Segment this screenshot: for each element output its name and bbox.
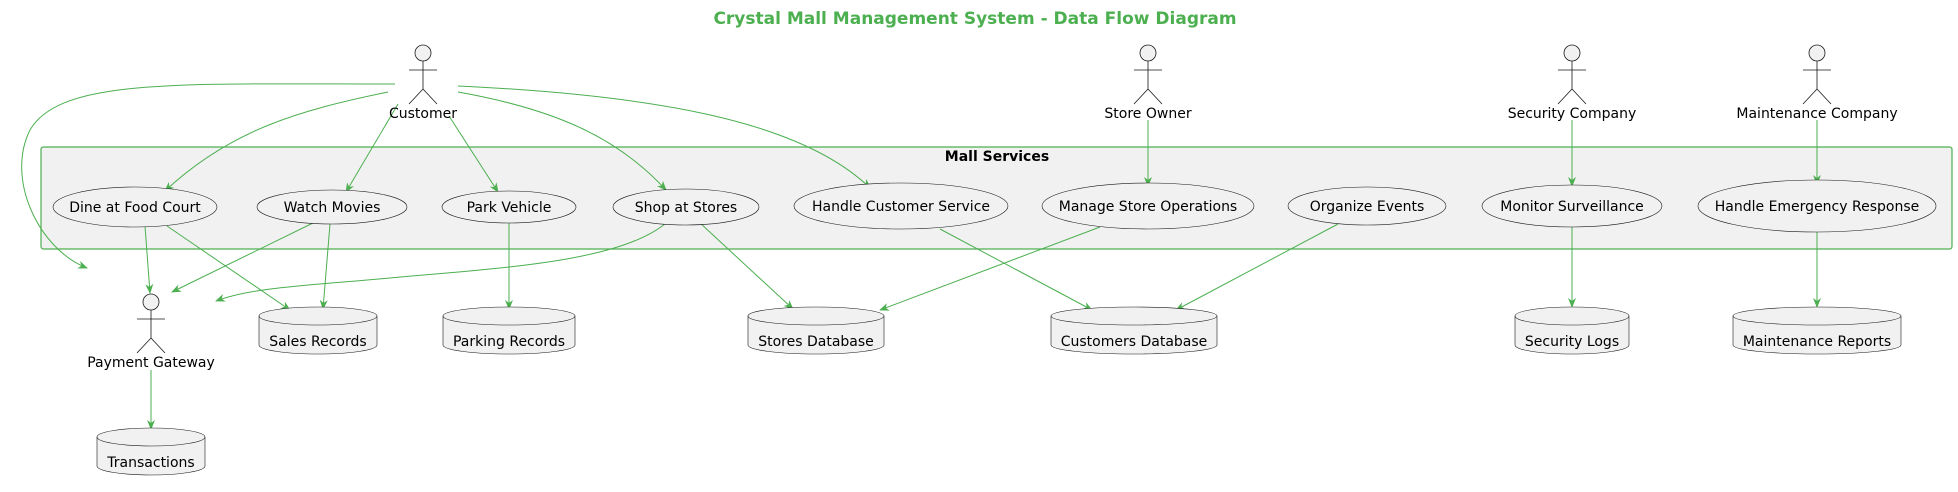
flow-edge [939,228,1093,311]
flow-edge [171,222,314,293]
use-case-dine-at-food-court: Dine at Food Court [52,186,218,228]
actor-customer: Customer [389,44,457,122]
database-label: Customers Database [1061,334,1208,350]
flow-edge [699,222,794,310]
actor-label: Maintenance Company [1736,106,1897,122]
database-maintenance-reports: Maintenance Reports [1732,306,1902,355]
flow-edge [1175,223,1339,311]
database-label: Sales Records [269,334,366,350]
database-transactions: Transactions [96,427,206,476]
actor-label: Store Owner [1104,106,1191,122]
flow-edge [215,222,667,302]
use-case-label: Handle Emergency Response [1715,199,1919,215]
flow-edge [345,103,399,193]
use-case-label: Watch Movies [284,200,381,216]
flow-edge [319,223,331,310]
flow-edge [879,226,1101,311]
use-case-label: Monitor Surveillance [1500,199,1644,215]
use-case-monitor-surveillance: Monitor Surveillance [1481,184,1663,228]
database-label: Stores Database [758,334,874,350]
actor-security-company: Security Company [1508,44,1637,122]
use-case-handle-customer-service: Handle Customer Service [793,182,1009,230]
database-customers-database: Customers Database [1050,306,1218,355]
diagram-title: Crystal Mall Management System - Data Fl… [713,9,1236,29]
flow-edge [166,225,291,311]
flow-edge [457,91,667,191]
actor-payment-gateway: Payment Gateway [87,293,215,371]
database-sales-records: Sales Records [258,306,378,355]
use-case-organize-events: Organize Events [1287,186,1447,226]
actor-label: Customer [389,106,457,122]
flow-edges [21,83,1821,430]
use-case-park-vehicle: Park Vehicle [441,190,577,224]
flow-edge [457,85,871,189]
flow-edge [164,91,389,192]
use-case-label: Handle Customer Service [812,199,990,215]
actor-label: Security Company [1508,106,1637,122]
use-case-handle-emergency-response: Handle Emergency Response [1697,179,1937,233]
flow-edge [448,115,499,193]
use-case-label: Shop at Stores [635,200,737,216]
database-stores-database: Stores Database [747,306,885,355]
use-case-label: Organize Events [1310,199,1425,215]
database-label: Maintenance Reports [1743,334,1891,350]
database-parking-records: Parking Records [442,306,576,355]
actor-store-owner: Store Owner [1104,44,1192,122]
use-case-manage-store-operations: Manage Store Operations [1041,182,1255,230]
use-case-shop-at-stores: Shop at Stores [612,188,760,226]
package-title: Mall Services [945,149,1049,165]
use-case-label: Manage Store Operations [1059,199,1237,215]
database-label: Security Logs [1525,334,1619,350]
database-security-logs: Security Logs [1514,306,1630,355]
actor-maintenance-company: Maintenance Company [1736,44,1898,122]
flow-edge [144,225,154,294]
actor-label: Payment Gateway [87,355,215,371]
database-label: Parking Records [453,334,565,350]
database-label: Transactions [106,455,194,471]
use-case-watch-movies: Watch Movies [256,189,408,225]
use-case-label: Park Vehicle [467,200,552,216]
use-case-label: Dine at Food Court [69,200,201,216]
flow-edge [21,83,396,269]
